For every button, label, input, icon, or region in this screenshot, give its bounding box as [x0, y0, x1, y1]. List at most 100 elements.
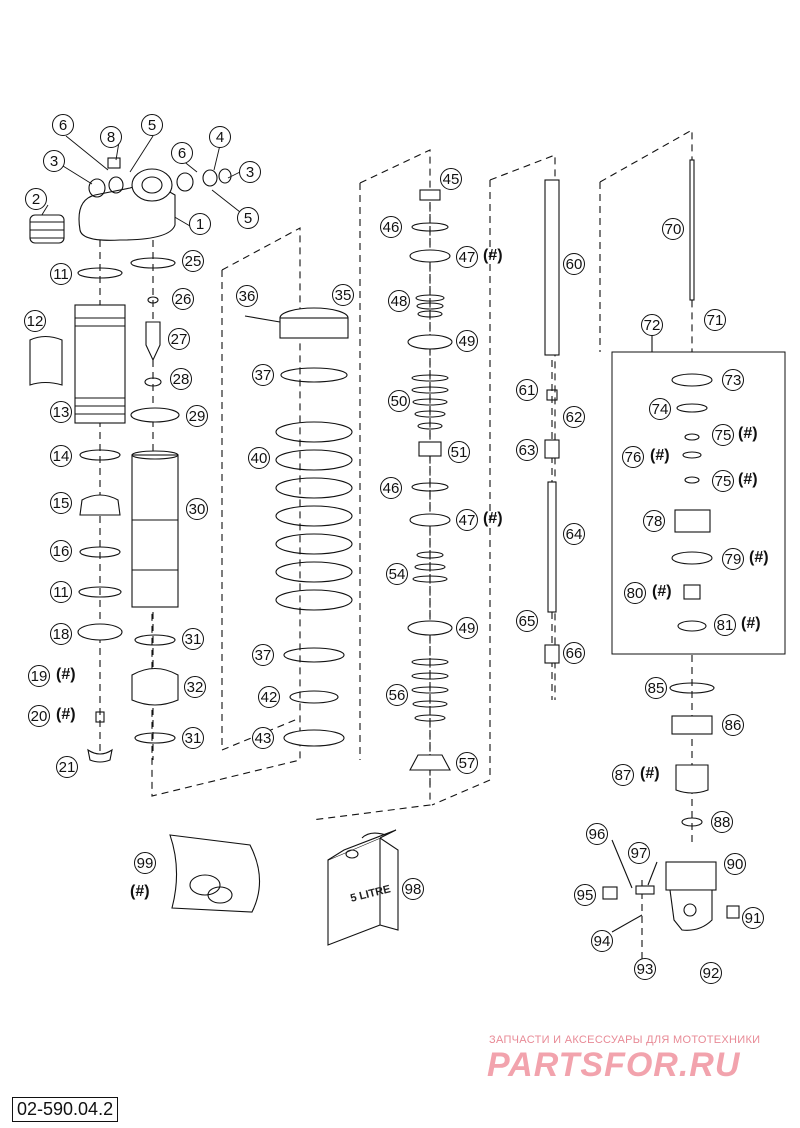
piston-rod-column [544, 179, 560, 664]
valve-stack-column [407, 189, 453, 771]
callout: 47 [456, 246, 478, 268]
hash-marker: (#) [738, 471, 758, 488]
callout: 88 [711, 811, 733, 833]
callout: 70 [662, 218, 684, 240]
callout: 29 [186, 405, 208, 427]
hash-marker: (#) [130, 883, 150, 900]
callout: 85 [645, 677, 667, 699]
watermark-brand: PARTSFOR.RU [487, 1046, 741, 1084]
hash-marker: (#) [652, 583, 672, 600]
callout: 91 [742, 907, 764, 929]
callout: 78 [643, 510, 665, 532]
callout: 94 [591, 930, 613, 952]
callout: 50 [388, 390, 410, 412]
callout: 96 [586, 823, 608, 845]
callout: 20 [28, 705, 50, 727]
oil-can [327, 829, 399, 946]
callout: 47 [456, 509, 478, 531]
callout: 97 [628, 842, 650, 864]
hash-marker: (#) [749, 549, 769, 566]
callout: 86 [722, 714, 744, 736]
document-id: 02-590.04.2 [12, 1097, 119, 1122]
callout: 13 [50, 401, 72, 423]
callout: 62 [563, 406, 585, 428]
callout: 49 [456, 330, 478, 352]
callout: 25 [182, 250, 204, 272]
callout: 56 [386, 684, 408, 706]
callout: 48 [388, 290, 410, 312]
callout: 37 [252, 644, 274, 666]
callout: 80 [624, 582, 646, 604]
callout: 51 [448, 441, 470, 463]
callout: 43 [252, 727, 274, 749]
callout: 21 [56, 756, 78, 778]
callout: 6 [52, 114, 74, 136]
callout: 27 [168, 328, 190, 350]
callout: 14 [50, 445, 72, 467]
callout: 75 [712, 470, 734, 492]
callout: 11 [50, 581, 72, 603]
callout: 32 [184, 676, 206, 698]
callout: 3 [43, 150, 65, 172]
callout: 31 [182, 727, 204, 749]
callout: 16 [50, 540, 72, 562]
callout: 11 [50, 263, 72, 285]
callout: 71 [704, 309, 726, 331]
spring-column [244, 307, 353, 747]
reservoir-column [669, 159, 715, 827]
callout: 76 [622, 446, 644, 468]
callout: 75 [712, 424, 734, 446]
callout: 8 [100, 126, 122, 148]
callout: 81 [714, 614, 736, 636]
head-assembly [29, 157, 232, 244]
callout: 19 [28, 665, 50, 687]
hash-marker: (#) [741, 615, 761, 632]
callout: 3 [239, 161, 261, 183]
callout: 12 [24, 310, 46, 332]
callout: 42 [258, 686, 280, 708]
callout: 30 [186, 498, 208, 520]
column-2-parts [130, 257, 180, 744]
callout: 79 [722, 548, 744, 570]
callout: 64 [563, 523, 585, 545]
callout: 65 [516, 610, 538, 632]
callout: 61 [516, 379, 538, 401]
callout: 92 [700, 962, 722, 984]
callout: 2 [25, 188, 47, 210]
callout: 90 [724, 853, 746, 875]
callout: 66 [563, 642, 585, 664]
callout: 57 [456, 752, 478, 774]
callout: 35 [332, 284, 354, 306]
callout: 95 [574, 884, 596, 906]
callout: 37 [252, 364, 274, 386]
hash-marker: (#) [483, 510, 503, 527]
hash-marker: (#) [640, 765, 660, 782]
hash-marker: (#) [56, 666, 76, 683]
callout: 31 [182, 628, 204, 650]
callout: 40 [248, 447, 270, 469]
callout: 4 [209, 126, 231, 148]
callout: 45 [440, 168, 462, 190]
callout: 28 [170, 368, 192, 390]
callout: 74 [649, 398, 671, 420]
callout: 26 [172, 288, 194, 310]
bottom-eye [602, 839, 740, 933]
callout: 1 [189, 213, 211, 235]
callout: 49 [456, 617, 478, 639]
hash-marker: (#) [738, 425, 758, 442]
hash-marker: (#) [650, 447, 670, 464]
callout: 60 [563, 253, 585, 275]
hash-marker: (#) [483, 247, 503, 264]
seal-kit-bag [169, 834, 261, 913]
callout: 73 [722, 369, 744, 391]
callout: 54 [386, 563, 408, 585]
callout: 36 [236, 285, 258, 307]
callout: 15 [50, 492, 72, 514]
callout: 63 [516, 439, 538, 461]
column-1-parts [29, 267, 126, 763]
callout: 72 [641, 314, 663, 336]
callout: 5 [141, 114, 163, 136]
watermark-tagline: ЗАПЧАСТИ И АКСЕССУАРЫ ДЛЯ МОТОТЕХНИКИ [489, 1034, 761, 1046]
callout: 46 [380, 477, 402, 499]
